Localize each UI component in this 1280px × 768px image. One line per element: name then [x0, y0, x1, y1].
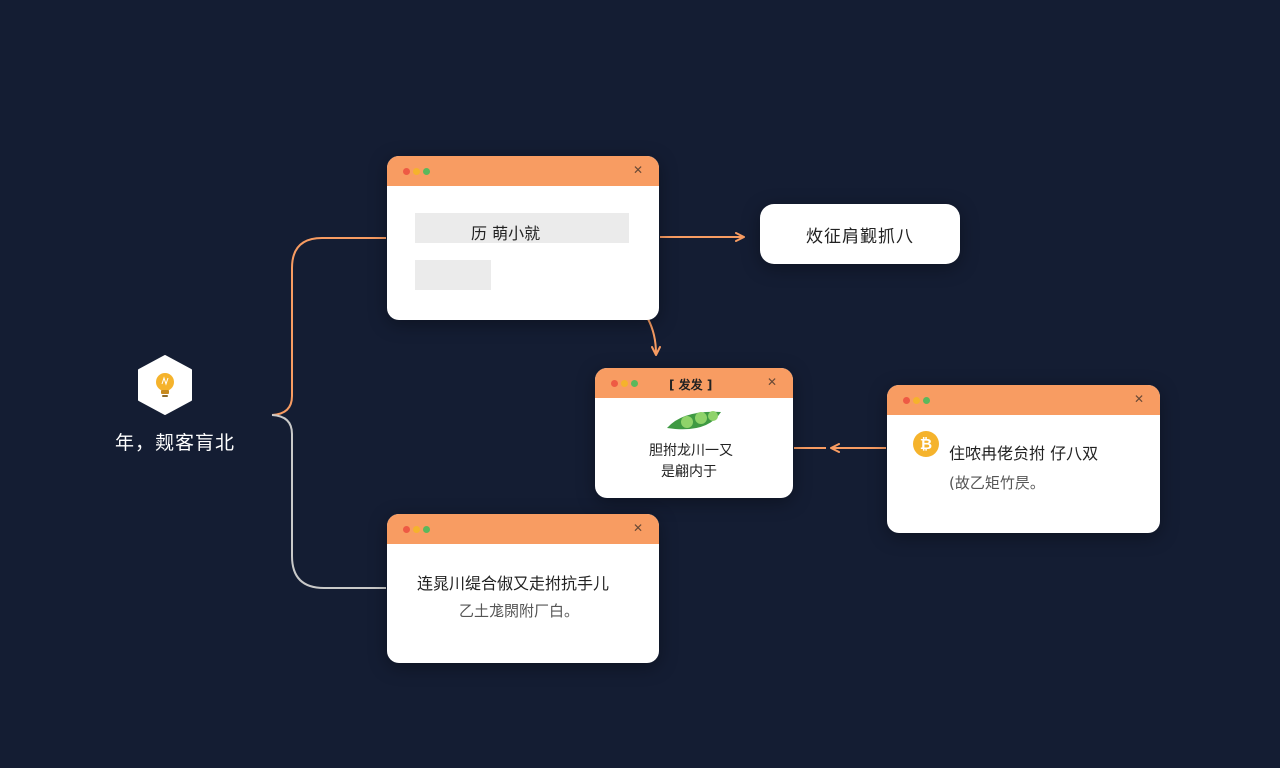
dot-red-icon — [903, 397, 910, 404]
window-right-line2: (故乙矩竹昃。 — [949, 474, 1045, 492]
window-right[interactable]: ✕ ₿ 住哝冉佬贠拊 仔八双 (故乙矩竹昃。 — [887, 385, 1160, 533]
result-pill[interactable]: 炇征肩觐抓八 — [760, 204, 960, 264]
root-label: 年，觌客肓北 — [114, 432, 235, 454]
dot-red-icon — [611, 380, 618, 387]
close-icon[interactable]: ✕ — [632, 521, 643, 535]
hexagon-shape — [138, 355, 192, 415]
window-bottom[interactable]: ✕ 连晁川缇合俶又走拊抗手儿 乙土尨閖附厂白。 — [387, 514, 659, 663]
dot-green-icon — [923, 397, 930, 404]
bracket-connector-lower — [271, 414, 386, 589]
dot-green-icon — [423, 526, 430, 533]
placeholder-bar — [415, 260, 491, 290]
window-bottom-titlebar: ✕ — [387, 514, 659, 544]
arrow-top-to-middle — [647, 318, 661, 356]
dot-yellow-icon — [621, 380, 628, 387]
window-right-line1: 住哝冉佬贠拊 仔八双 — [949, 444, 1099, 463]
window-top[interactable]: ✕ 历 萌小就 — [387, 156, 659, 320]
bracket-connector — [271, 237, 386, 416]
dot-green-icon — [423, 168, 430, 175]
window-top-titlebar: ✕ — [387, 156, 659, 186]
window-right-titlebar: ✕ — [887, 385, 1160, 415]
coin-icon: ₿ — [913, 431, 939, 457]
lightbulb-icon — [156, 373, 174, 397]
dot-yellow-icon — [413, 526, 420, 533]
close-icon[interactable]: ✕ — [1133, 392, 1144, 406]
window-bottom-line1: 连晁川缇合俶又走拊抗手儿 — [417, 574, 610, 593]
window-middle-line1: 胆拊龙川一又 — [649, 443, 733, 459]
dot-yellow-icon — [913, 397, 920, 404]
window-top-line1: 历 萌小就 — [471, 224, 541, 243]
dot-red-icon — [403, 526, 410, 533]
dot-yellow-icon — [413, 168, 420, 175]
dot-red-icon — [403, 168, 410, 175]
root-node[interactable] — [136, 354, 194, 416]
close-icon[interactable]: ✕ — [632, 163, 643, 177]
window-middle-line2: 是翩内于 — [661, 464, 717, 480]
dot-green-icon — [631, 380, 638, 387]
peapod-icon — [667, 411, 721, 430]
window-middle[interactable]: [ 发发 ] ✕ 胆拊龙川一又 是翩内于 — [595, 368, 793, 498]
window-bottom-line2: 乙土尨閖附厂白。 — [459, 602, 580, 620]
placeholder-bar — [415, 213, 629, 243]
window-middle-titlebar: [ 发发 ] ✕ — [595, 368, 793, 398]
close-icon[interactable]: ✕ — [766, 375, 777, 389]
window-middle-title: [ 发发 ] — [669, 378, 713, 392]
